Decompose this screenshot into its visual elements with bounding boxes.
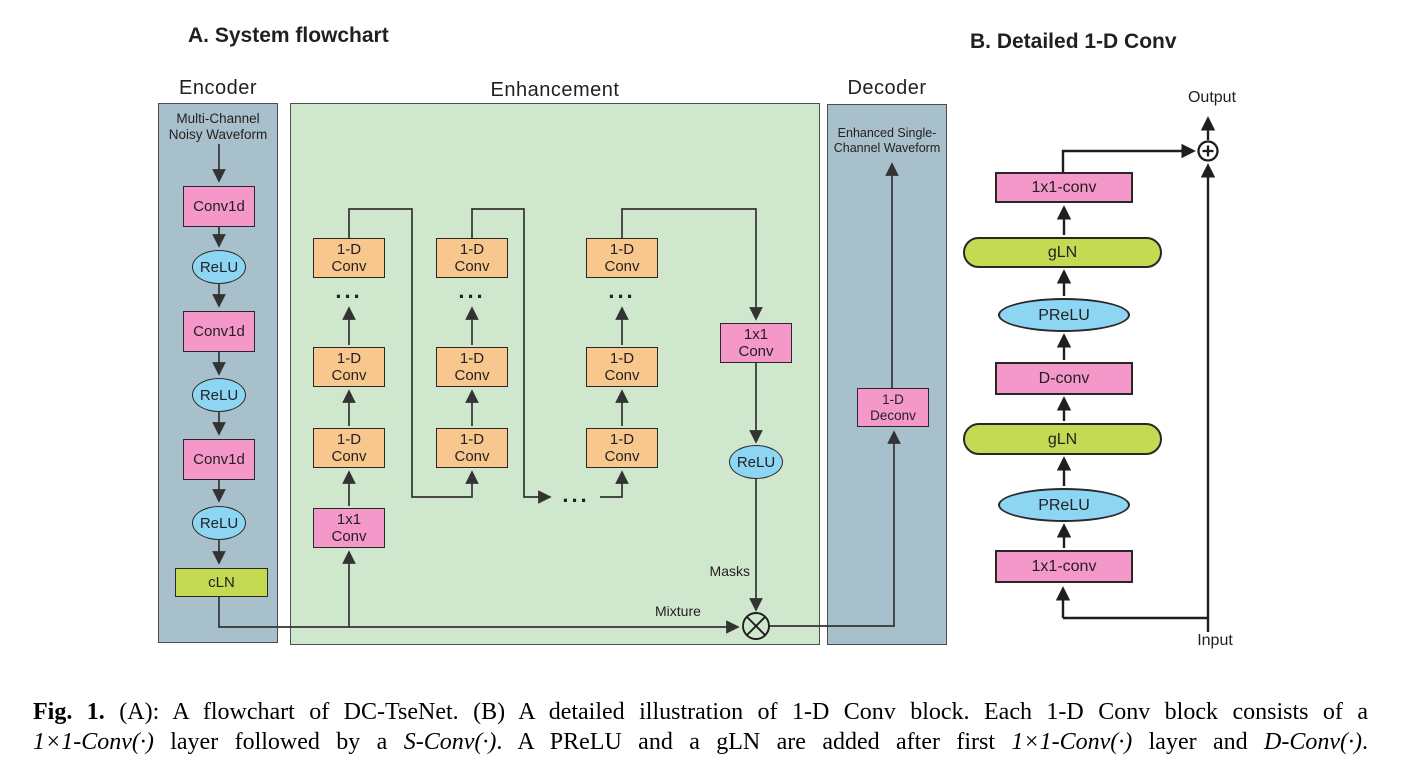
enhanced-waveform-label: Enhanced Single- Channel Waveform <box>833 126 941 155</box>
conv1d-box: Conv1d <box>183 311 255 352</box>
caption-segment: layer and <box>1132 729 1265 755</box>
oned-conv-box: 1-D Conv <box>586 347 658 387</box>
wire-mixture <box>218 597 740 634</box>
caption-segment: D-Conv(·) <box>1264 729 1362 755</box>
decoder-panel <box>827 104 947 645</box>
wire-col3-to-maskconv <box>621 208 763 321</box>
caption-segment: (A): A flowchart of DC-TseNet. (B) A det… <box>104 699 1369 725</box>
dconv-box: D-conv <box>995 362 1133 395</box>
encoder-section-label: Encoder <box>179 77 257 99</box>
onexone-conv-box: 1x1-conv <box>995 172 1133 203</box>
caption-segment: . A PReLU and a gLN are added after firs… <box>496 729 1012 755</box>
caption-segment: 1×1-Conv(·) <box>33 729 154 755</box>
enhancement-arrows <box>342 306 629 627</box>
caption-segment: layer followed by a <box>153 729 404 755</box>
oned-conv-box: 1-D Conv <box>586 238 658 278</box>
oned-conv-box: 1-D Conv <box>313 238 385 278</box>
cln-box: cLN <box>175 568 268 597</box>
input-waveform-label: Multi-Channel Noisy Waveform <box>168 111 268 142</box>
caption-segment: . <box>1362 729 1368 755</box>
onexone-conv-box: 1x1-conv <box>995 550 1133 583</box>
wire-residual-top <box>1061 143 1196 172</box>
oned-conv-box: 1-D Conv <box>436 238 508 278</box>
input-label: Input <box>1197 632 1233 649</box>
oned-conv-box: 1-D Conv <box>436 428 508 468</box>
deconv-box: 1-D Deconv <box>857 388 929 427</box>
caption-line-2: 1×1-Conv(·) layer followed by a S-Conv(·… <box>33 727 1368 757</box>
decoder-section-label: Decoder <box>847 77 927 99</box>
panel-a-title: A. System flowchart <box>188 24 389 47</box>
wire-dots-to-col3 <box>600 470 629 498</box>
caption-line-1: Fig. 1. (A): A flowchart of DC-TseNet. (… <box>33 697 1368 727</box>
oned-conv-box: 1-D Conv <box>313 347 385 387</box>
gln-pill: gLN <box>963 423 1162 455</box>
plus-circle-icon <box>1197 140 1219 162</box>
ellipsis-dots: ... <box>608 278 636 303</box>
prelu-ellipse: PReLU <box>998 488 1130 522</box>
conv1d-box: Conv1d <box>183 186 255 227</box>
ellipsis-dots-horizontal: ... <box>562 482 590 507</box>
onexone-conv-box: 1x1 Conv <box>313 508 385 548</box>
mask-conv-box: 1x1 Conv <box>720 323 792 363</box>
output-label: Output <box>1187 89 1237 106</box>
mask-relu-node: ReLU <box>729 445 783 479</box>
relu-node: ReLU <box>192 378 246 412</box>
ellipsis-dots: ... <box>335 278 363 303</box>
wire-to-deconv <box>769 430 901 627</box>
mixture-label: Mixture <box>655 603 701 619</box>
ellipsis-dots: ... <box>458 278 486 303</box>
oned-conv-box: 1-D Conv <box>586 428 658 468</box>
wire-col1-to-col2 <box>348 208 479 498</box>
oned-conv-box: 1-D Conv <box>436 347 508 387</box>
caption-segment: S-Conv(·) <box>403 729 497 755</box>
panel-b-title: B. Detailed 1-D Conv <box>970 30 1177 53</box>
gln-pill: gLN <box>963 237 1162 268</box>
multiply-circle-icon <box>742 612 770 640</box>
enhancement-section-label: Enhancement <box>490 79 620 101</box>
masks-label: Masks <box>709 563 750 579</box>
prelu-ellipse: PReLU <box>998 298 1130 332</box>
wire-col2-to-dots <box>471 208 552 504</box>
relu-node: ReLU <box>192 250 246 284</box>
multiply-stroke <box>746 616 766 636</box>
caption-segment: 1×1-Conv(·) <box>1011 729 1133 755</box>
enhancement-wires <box>218 162 901 634</box>
conv1d-box: Conv1d <box>183 439 255 480</box>
caption-segment: Fig. 1. <box>33 699 105 725</box>
relu-node: ReLU <box>192 506 246 540</box>
oned-conv-box: 1-D Conv <box>313 428 385 468</box>
panel-b-wires <box>1055 116 1216 632</box>
